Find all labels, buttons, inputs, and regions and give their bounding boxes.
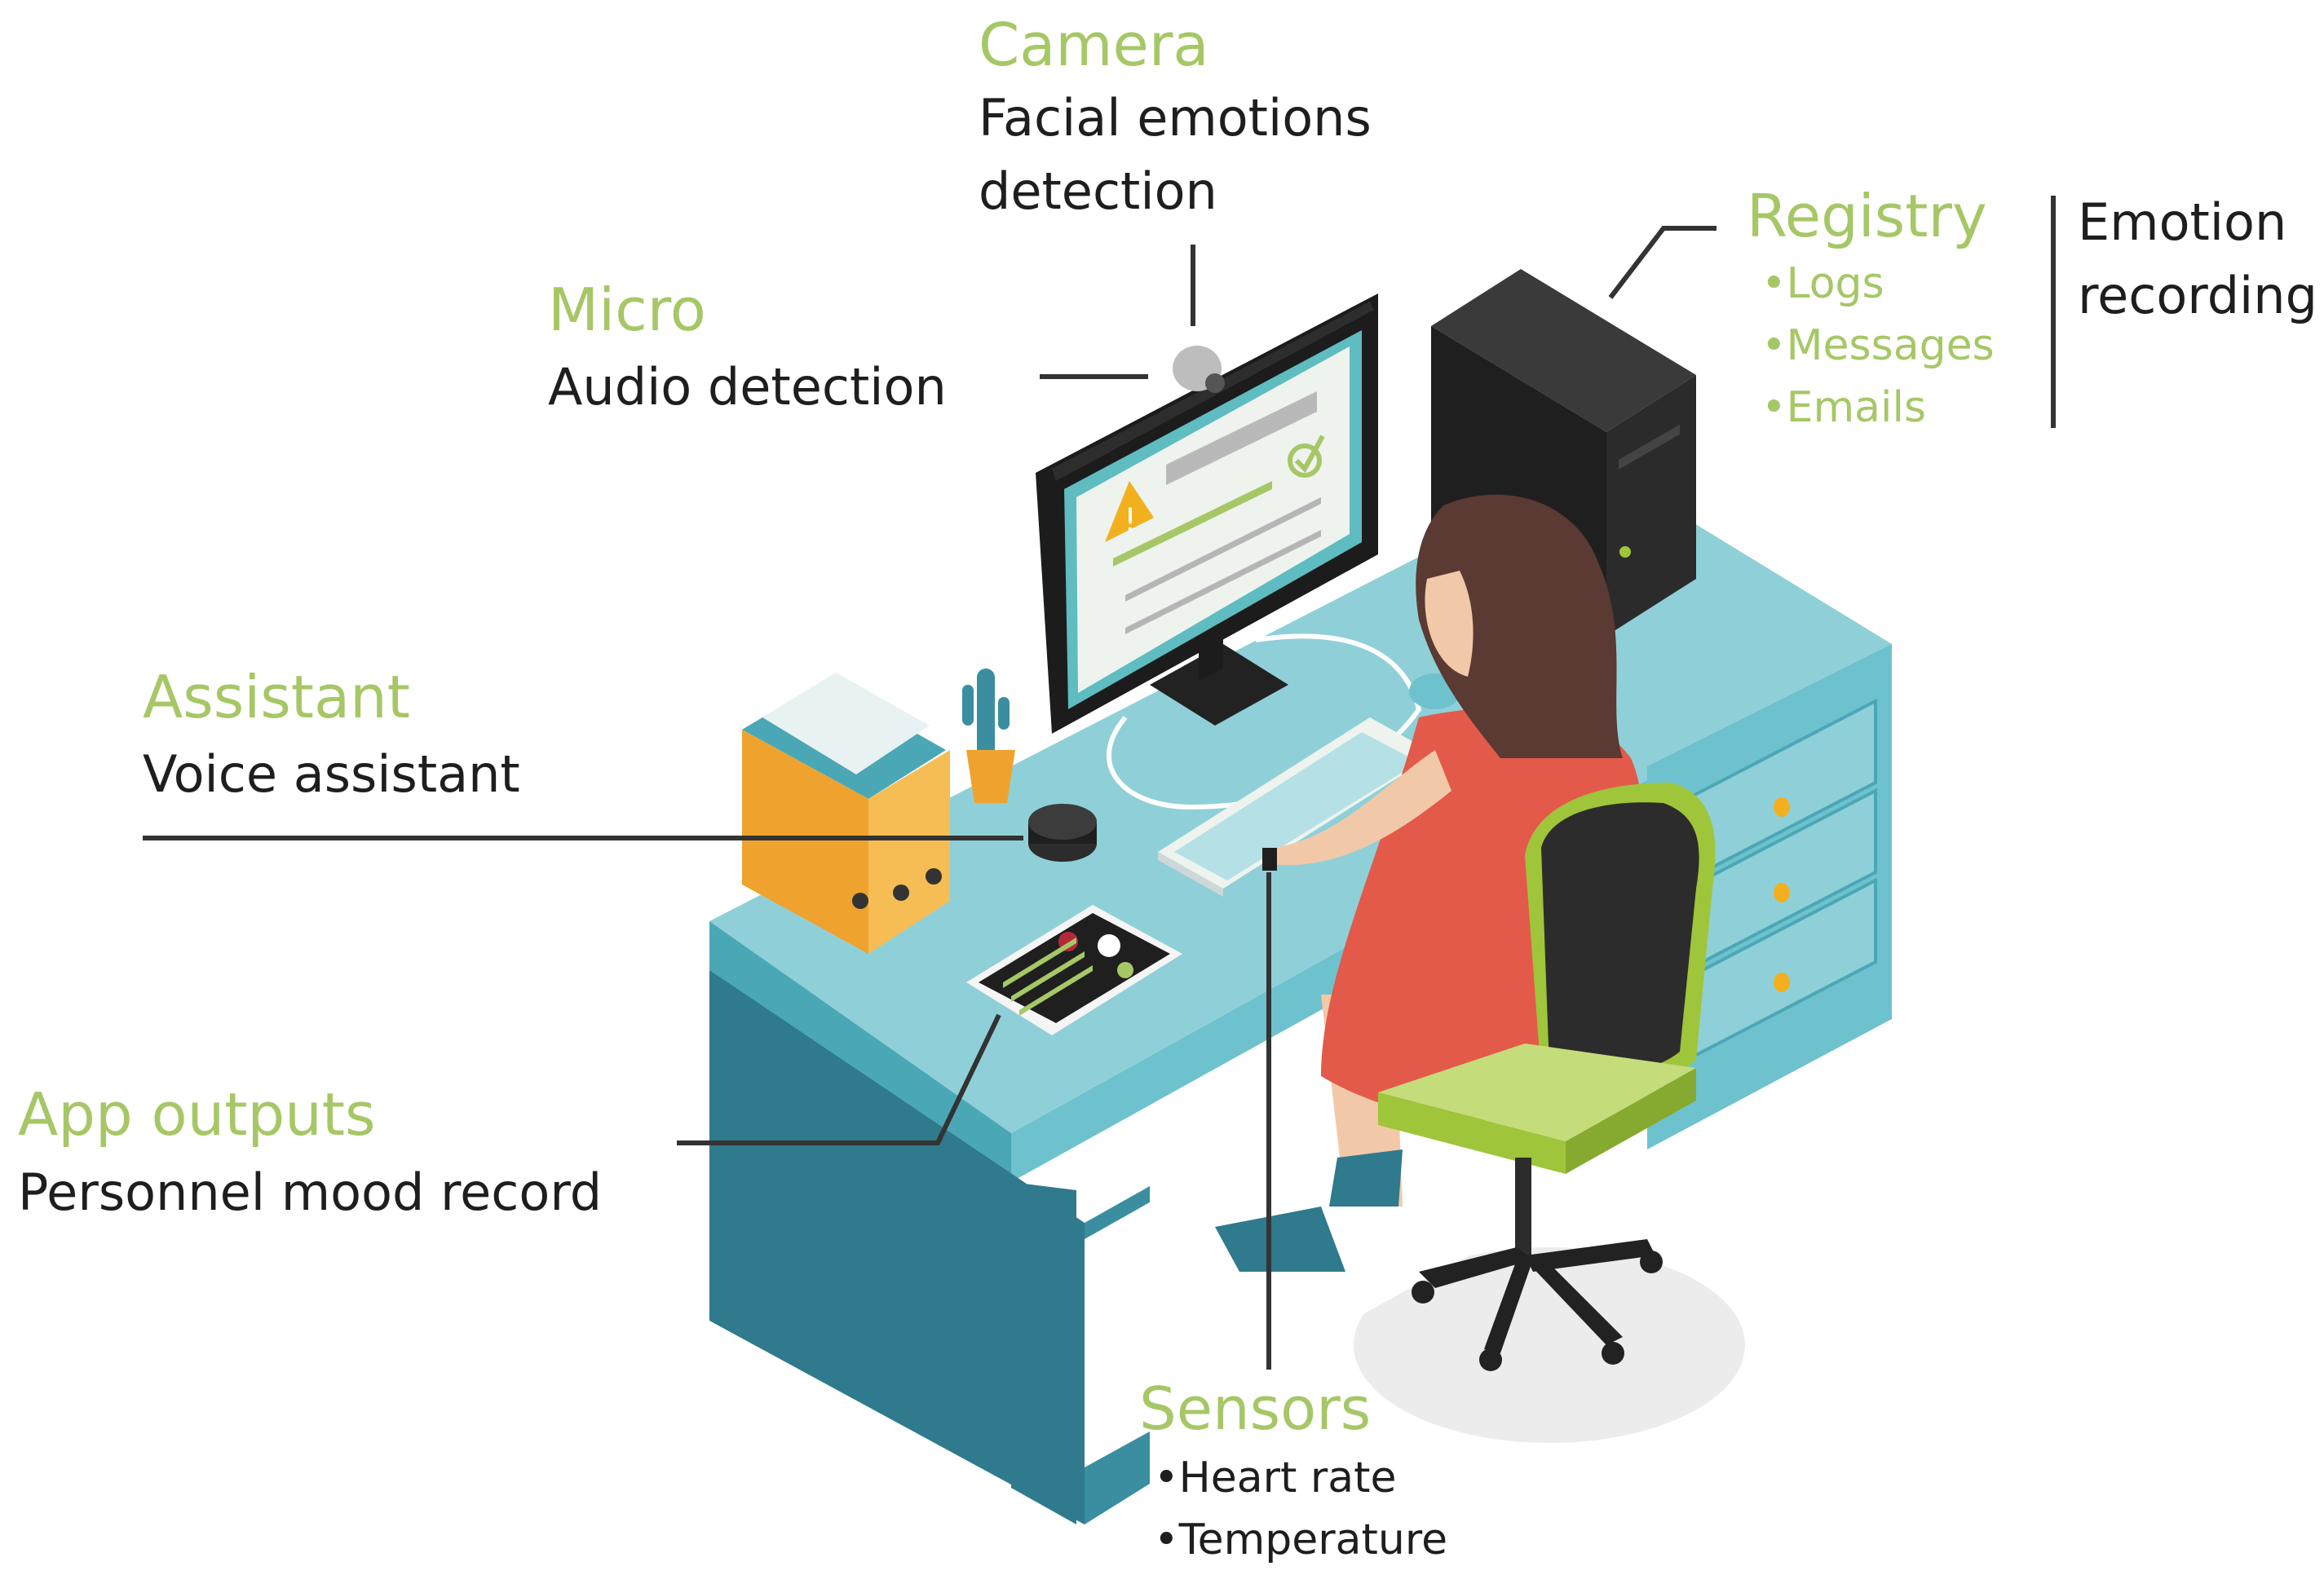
warning-icon (1105, 481, 1154, 542)
smartwatch (1262, 848, 1277, 871)
floor-shadow (1354, 1247, 1745, 1443)
screen-progress-bar (1113, 481, 1272, 567)
emotion-recording-line2: recording (2078, 266, 2317, 325)
emotion-recording-line1: Emotion (2078, 192, 2287, 252)
power-led (1619, 546, 1631, 558)
desk-front (709, 921, 1011, 1182)
registry-item-emails: •Emails (1761, 383, 1927, 432)
registry-item-messages: •Messages (1761, 321, 1995, 370)
monitor: ! (1036, 293, 1378, 734)
drawer-knob (1774, 973, 1790, 992)
folder-organizer (742, 673, 950, 954)
keyboard (1158, 717, 1435, 897)
assistant-desc: Voice assistant (143, 744, 520, 804)
sensors-title: Sensors (1139, 1374, 1372, 1443)
drawer-knob (1774, 883, 1790, 902)
check-icon (1288, 443, 1322, 478)
app-outputs-desc: Personnel mood record (18, 1162, 603, 1222)
monitor-stand (1150, 644, 1288, 726)
cactus-plant (962, 668, 1015, 803)
callout-lines (143, 196, 2056, 1370)
assistant-title: Assistant (143, 663, 411, 731)
smart-speaker (1028, 804, 1097, 862)
office-chair (1378, 783, 1716, 1371)
webcam (1173, 346, 1225, 393)
camera-title: Camera (979, 11, 1209, 79)
camera-desc-line2: detection (979, 161, 1217, 221)
drawer-knob (1774, 797, 1790, 817)
registry-title: Registry (1747, 182, 1987, 250)
micro-title: Micro (548, 276, 706, 344)
hair (1416, 494, 1623, 758)
app-callout-line (677, 1013, 1001, 1145)
app-outputs-title: App outputs (18, 1080, 376, 1149)
sensors-item-heart-rate: •Heart rate (1154, 1454, 1397, 1502)
screen-title-bar (1166, 391, 1317, 485)
desk-left-leg-front (709, 970, 1085, 1524)
svg-text:!: ! (1124, 502, 1137, 540)
micro-desc: Audio detection (548, 357, 947, 417)
sensors-item-temperature: •Temperature (1154, 1515, 1448, 1564)
camera-desc-line1: Facial emotions (979, 88, 1372, 148)
registry-item-logs: •Logs (1761, 259, 1884, 308)
tablet (966, 905, 1182, 1035)
registry-callout-line (1608, 226, 1716, 299)
